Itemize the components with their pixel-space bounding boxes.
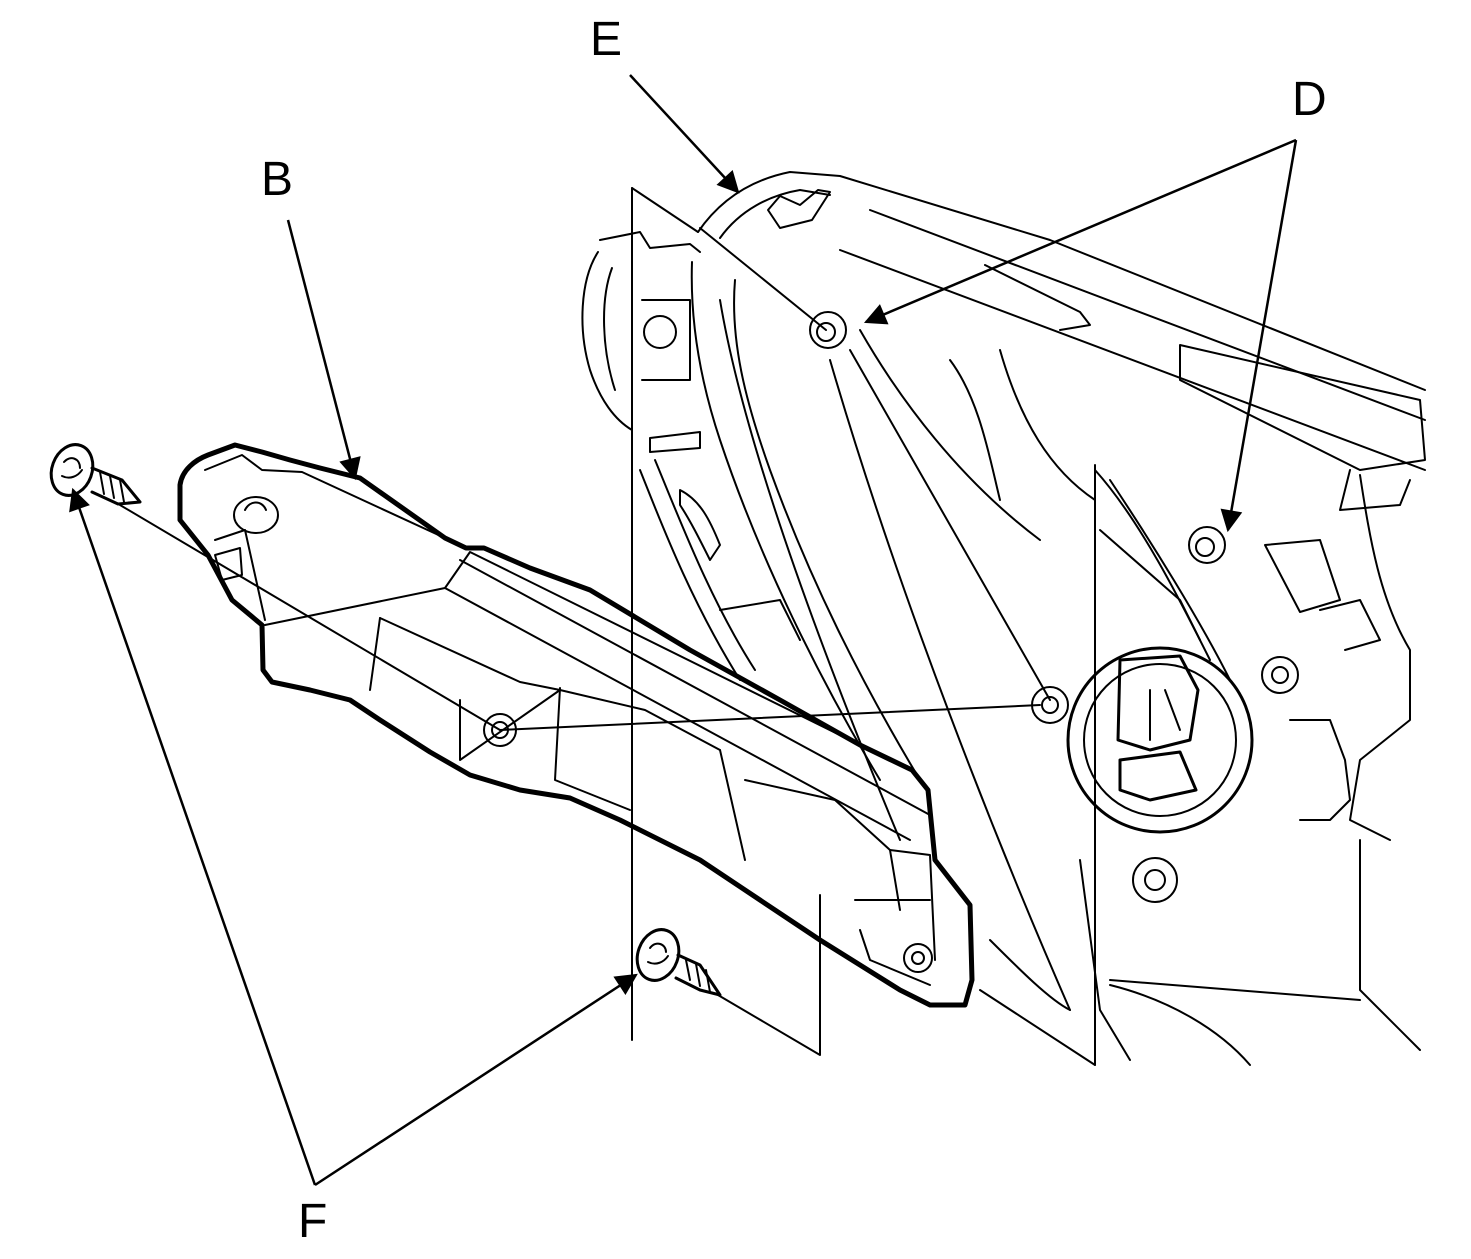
stud-below-socket: [1132, 857, 1178, 903]
callout-label-b: B: [261, 153, 293, 206]
callout-label-f: F: [298, 1195, 327, 1248]
bracket-hole-lower: [903, 943, 933, 973]
assembly-guide-lines: [119, 227, 1041, 1056]
screw-upper: [49, 443, 142, 506]
housing-assembly: [581, 171, 1426, 1066]
stud-right-of-socket: [1261, 656, 1299, 694]
connector-socket: [1066, 646, 1254, 834]
bracket-hole-end: [233, 496, 279, 534]
bracket-part: [177, 442, 975, 1008]
bolt-hole-upper: [809, 311, 847, 349]
bolt-hole-right: [1188, 526, 1226, 564]
callout-leaders: [69, 74, 1298, 1187]
callout-label-e: E: [590, 13, 622, 66]
callout-label-d: D: [1292, 73, 1327, 126]
screw-lower: [635, 928, 722, 997]
